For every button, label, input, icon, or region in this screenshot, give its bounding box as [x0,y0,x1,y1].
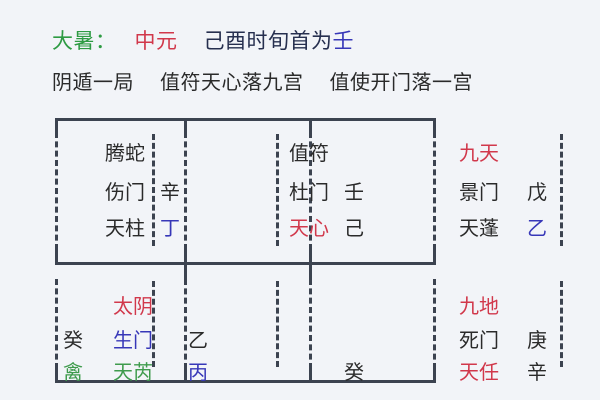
palace-door-stem-top-left: 辛 [160,180,180,204]
palace-door-stem-top-right: 戊 [527,180,547,204]
frame-corner-stub-tr [433,118,436,132]
header-line-2: 阴遁一局 值符天心落九宫 值使开门落一宫 [52,72,473,92]
frame-middle-divider [55,262,436,265]
palace-star-stem-top-middle: 己 [344,216,364,240]
palace-star-top-middle: 天心 [289,216,329,240]
frame-tick-top-1 [184,118,187,132]
frame-tick-mid-2 [309,249,312,279]
column-divider-right-bottom [433,279,436,369]
frame-bottom-border [55,380,436,383]
palace-prefix-stem-bottom-left: 癸 [63,328,83,352]
column-divider-left-bottom [55,279,58,369]
frame-corner-stub-tl [55,118,58,132]
hour-pillar-label: 己酉时旬首为 [203,29,333,53]
palace-door-stem-top-middle: 壬 [344,180,364,204]
palace-star-top-right: 天蓬 [459,216,499,240]
palace-star-top-left: 天柱 [105,216,145,240]
frame-top-border [55,118,436,121]
palace-god-top-middle: 值符 [289,141,329,165]
frame-corner-stub-ml [55,249,58,265]
frame-tick-top-2 [309,118,312,132]
column-divider-1-bottom [184,279,187,369]
column-divider-left-top [55,132,58,250]
zhifu-label: 值符天心落九宫 [160,70,304,94]
palace-star-bottom-right: 天任 [459,360,499,384]
palace-door-stem-bottom-left: 乙 [188,328,208,352]
stem-divider-cell2-top [276,134,279,246]
column-divider-1-top [184,132,187,250]
stem-divider-cell6-bottom [560,281,563,367]
palace-door-bottom-right: 死门 [459,328,499,352]
palace-star-stem-bottom-middle: 癸 [344,360,364,384]
palace-star-stem-top-left: 丁 [160,216,180,240]
frame-corner-stub-bl [55,368,58,383]
palace-qin-label-bottom-left: 禽 [63,360,83,384]
frame-tick-mid-1 [184,249,187,279]
frame-corner-stub-br [433,368,436,383]
hour-leading-stem-label: 壬 [332,29,354,53]
frame-tick-bottom-1 [184,368,187,383]
palace-god-bottom-left: 太阴 [113,294,153,318]
frame-corner-stub-mr [433,249,436,265]
palace-star-stem-top-right: 乙 [527,216,547,240]
palace-door-top-left: 伤门 [105,180,145,204]
palace-star-bottom-left: 天芮 [113,360,153,384]
palace-door-top-middle: 杜门 [289,180,329,204]
palace-door-bottom-left: 生门 [113,328,153,352]
zhishi-label: 值使开门落一宫 [329,70,473,94]
column-divider-2-top [309,132,312,250]
yuan-label: 中元 [134,29,178,53]
frame-tick-bottom-2 [309,368,312,383]
palace-god-top-left: 腾蛇 [105,141,145,165]
stem-divider-cell4-bottom [152,281,155,367]
solar-term-label: 大暑： [52,29,117,53]
column-divider-right-top [433,132,436,250]
palace-god-top-right: 九天 [459,141,499,165]
palace-star-stem-bottom-left: 丙 [188,360,208,384]
palace-door-top-right: 景门 [459,180,499,204]
dunju-label: 阴遁一局 [52,70,134,94]
palace-god-bottom-right: 九地 [459,294,499,318]
stem-divider-cell5-bottom [276,281,279,367]
stem-divider-cell3-top [560,134,563,246]
stem-divider-cell1-top [152,134,155,246]
header-line-1: 大暑： 中元 己酉时旬首为壬 [52,31,354,52]
column-divider-2-bottom [309,279,312,369]
palace-star-stem-bottom-right: 辛 [527,360,547,384]
palace-door-stem-bottom-right: 庚 [527,328,547,352]
